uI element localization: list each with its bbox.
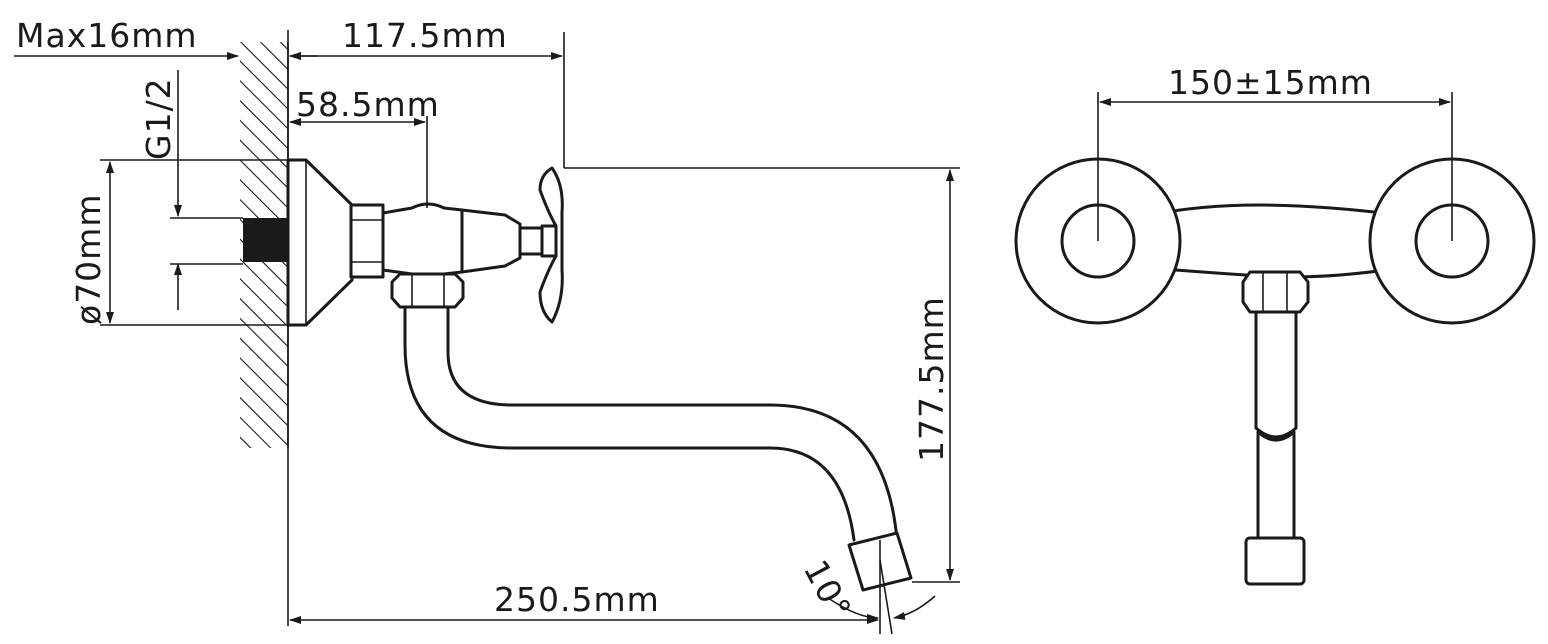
spout-angle-label: 10° xyxy=(796,553,859,626)
front-spout-nut xyxy=(1241,270,1310,314)
valve-body xyxy=(381,202,464,280)
hex-nut xyxy=(349,203,385,279)
spout-tube xyxy=(403,305,856,542)
side-view: Max16mm 117.5mm 58.5mm G1/2 ø70mm 177.5m… xyxy=(14,16,960,635)
valve-offset-label: 58.5mm xyxy=(296,85,440,124)
spout-nut xyxy=(390,272,465,309)
front-view: 150±15mm xyxy=(1014,63,1536,586)
spout-height-label: 177.5mm xyxy=(912,296,951,462)
thread-insert xyxy=(243,218,288,262)
handle-cap xyxy=(540,224,558,258)
mixer-body xyxy=(1148,203,1402,279)
wall-thickness-label: Max16mm xyxy=(16,16,198,55)
handle-stem xyxy=(518,226,544,256)
front-spout xyxy=(1254,310,1298,439)
center-distance-label: 150±15mm xyxy=(1168,63,1373,102)
thread-label: G1/2 xyxy=(139,77,178,160)
cartridge xyxy=(460,208,522,274)
spout-reach-label: 250.5mm xyxy=(494,580,660,619)
wall-section xyxy=(240,42,289,448)
flange-diameter-label: ø70mm xyxy=(69,194,108,325)
front-aerator xyxy=(1244,536,1306,586)
handle-offset-label: 117.5mm xyxy=(342,16,508,55)
flange xyxy=(286,158,354,327)
cross-handle xyxy=(538,166,564,324)
